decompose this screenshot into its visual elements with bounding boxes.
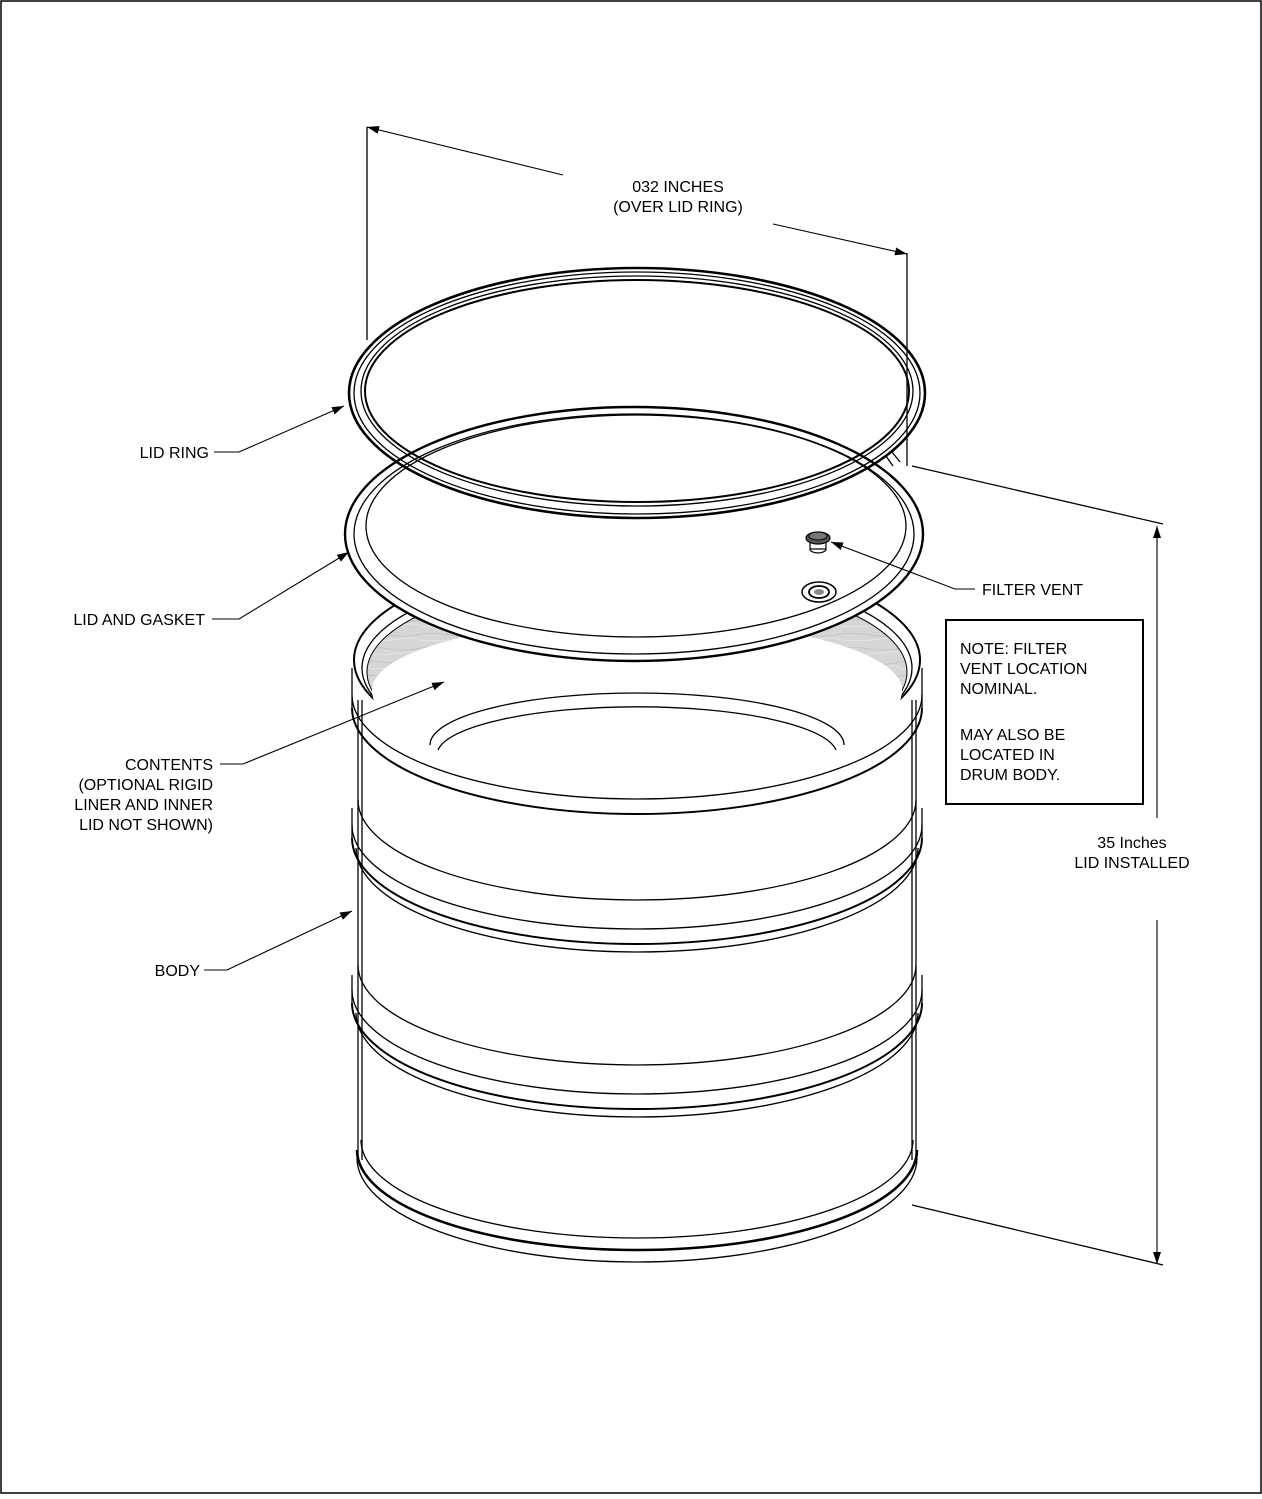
lid-and-gasket [343, 405, 925, 663]
callout-contents: CONTENTS (OPTIONAL RIGID LINER AND INNER… [74, 681, 445, 834]
contents-label-line1: CONTENTS [125, 757, 213, 774]
lid-ring-label: LID RING [140, 445, 209, 462]
contents-label-line3: LINER AND INNER [74, 797, 213, 814]
diameter-dimension-line1: 032 INCHES [632, 179, 724, 196]
note-line-5: LOCATED IN [960, 747, 1055, 764]
rolling-hoop-lower [351, 964, 923, 1118]
body-label: BODY [155, 963, 201, 980]
note-line-6: DRUM BODY. [960, 767, 1060, 784]
callout-lid-ring: LID RING [140, 405, 345, 462]
filter-vent [805, 531, 831, 554]
note-line-2: VENT LOCATION [960, 661, 1087, 678]
note-box: NOTE: FILTER VENT LOCATION NOMINAL. MAY … [945, 619, 1144, 805]
callout-lid-and-gasket: LID AND GASKET [73, 551, 350, 629]
note-line-3: NOMINAL. [960, 681, 1037, 698]
bung-fitting [801, 581, 837, 603]
callout-body: BODY [155, 910, 353, 980]
contents-label-line4: LID NOT SHOWN) [79, 817, 213, 834]
rolling-hoop-upper [351, 799, 923, 953]
height-dimension-line2: LID INSTALLED [1074, 855, 1189, 872]
filter-vent-label: FILTER VENT [982, 582, 1083, 599]
lid-ring [347, 266, 927, 520]
contents-label-line2: (OPTIONAL RIGID [78, 777, 213, 794]
callout-filter-vent: FILTER VENT [830, 541, 1083, 599]
dimension-height: 35 Inches LID INSTALLED [911, 465, 1190, 1266]
diameter-dimension-line2: (OVER LID RING) [613, 199, 743, 216]
dimension-diameter: 032 INCHES (OVER LID RING) [366, 125, 908, 466]
lid-and-gasket-label: LID AND GASKET [73, 612, 205, 629]
height-dimension-line1: 35 Inches [1097, 835, 1166, 852]
note-line-4: MAY ALSO BE [960, 727, 1065, 744]
note-line-1: NOTE: FILTER [960, 641, 1067, 658]
